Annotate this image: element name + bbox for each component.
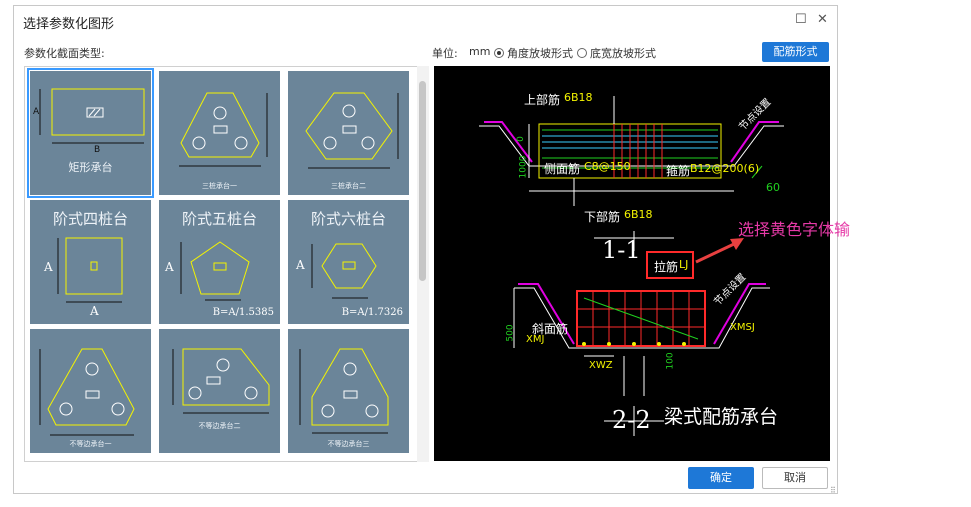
bottom-rebar-label: 下部筋 [584, 210, 621, 224]
resize-grip-icon[interactable]: ⠿ [830, 486, 836, 495]
three-pile-drawing [305, 92, 399, 169]
select-parametric-shape-dialog: 选择参数化图形 ☐ ✕ 参数化截面类型: 单位: mm 角度放坡形式 底宽放坡形… [13, 5, 838, 494]
stepped-four-pile-drawing [57, 237, 123, 303]
dim-100-label: 100 [665, 352, 676, 370]
slope-rebar-label: 斜面筋 [532, 322, 569, 336]
thumb-label: 不等边承台三 [327, 440, 370, 448]
radio-angle-slope[interactable]: 角度放坡形式 [494, 45, 573, 61]
formula-label: B=A/1.7326 [341, 307, 403, 318]
top-rebar-label: 上部筋 [524, 93, 561, 107]
unequal-cap-drawing [299, 348, 389, 434]
dim-a-bottom-label: A [90, 304, 99, 318]
radio-selected-icon[interactable] [494, 48, 504, 58]
preview-caption: 梁式配筋承台 [664, 406, 779, 428]
thumb-label: 阶式五桩台 [181, 210, 257, 228]
section-type-label: 参数化截面类型: [24, 47, 105, 60]
ok-button[interactable]: 确定 [688, 467, 754, 489]
dim-a-label: A [44, 260, 53, 274]
radio-bottom-width-slope[interactable]: 底宽放坡形式 [577, 45, 656, 61]
gallery-scrollbar-thumb[interactable] [419, 81, 426, 281]
unit-value: mm [469, 45, 491, 58]
thumb-unequal-cap-3[interactable]: 不等边承台三 [288, 329, 409, 453]
close-icon[interactable]: ✕ [817, 12, 828, 27]
tie-bar-spec: LJ [679, 258, 689, 271]
unequal-cap-drawing [172, 348, 270, 414]
rebar-preview-canvas: 上部筋 6B18 节点设置 0 1000 侧面筋 C8@150 箍筋 B12@2… [434, 66, 830, 461]
thumb-label: 矩形承台 [68, 161, 113, 174]
slope-code-left: XMJ [526, 334, 545, 345]
dim-a-label: A [296, 258, 305, 272]
thumb-stepped-six-pile[interactable]: 阶式六桩台 A B=A/1.7326 [288, 200, 409, 324]
side-rebar-label: 侧面筋 [544, 162, 581, 176]
section-2-label: 2-2 [612, 406, 651, 434]
side-rebar-spec: C8@150 [584, 160, 631, 173]
thumb-unequal-cap-2[interactable]: 不等边承台二 [159, 329, 280, 453]
dim-a-label: A [165, 260, 174, 274]
unequal-cap-drawing [39, 348, 135, 436]
unit-label: 单位: [432, 47, 458, 60]
dim-500-label: 500 [505, 324, 516, 342]
title-bar: 选择参数化图形 ☐ ✕ [14, 6, 837, 36]
dim-a-label: A [33, 107, 40, 117]
angle-label: 60 [766, 181, 780, 194]
thumb-label: 阶式四桩台 [52, 210, 128, 228]
maximize-icon[interactable]: ☐ [795, 12, 807, 27]
slope-code-right: XMSJ [730, 322, 755, 333]
thumb-rect-cap[interactable]: A B 矩形承台 [27, 68, 154, 198]
rebar-form-button[interactable]: 配筋形式 [762, 42, 829, 62]
thumb-three-pile-cap-1[interactable]: 三桩承台一 [159, 71, 280, 195]
section-1-label: 1-1 [602, 236, 641, 264]
formula-label: B=A/1.5385 [212, 307, 274, 318]
tie-bar-label: 拉筋 [654, 260, 679, 274]
thumb-unequal-cap-1[interactable]: 不等边承台一 [30, 329, 151, 453]
radio-unselected-icon[interactable] [577, 48, 587, 58]
thumb-label: 阶式六桩台 [310, 210, 386, 228]
radio-angle-slope-label: 角度放坡形式 [507, 47, 573, 60]
stepped-six-pile-drawing [311, 243, 377, 299]
three-pile-drawing [179, 92, 268, 167]
thumb-label: 三桩承台二 [331, 182, 366, 190]
rebar-preview-drawing [479, 96, 784, 436]
thumb-label: 不等边承台一 [69, 440, 112, 448]
top-rebar-spec: 6B18 [564, 91, 593, 104]
cancel-button[interactable]: 取消 [762, 467, 828, 489]
annotation-text: 选择黄色字体输 [738, 220, 851, 239]
dim-1000-label: 1000 [518, 155, 529, 179]
dim-b-label: B [94, 145, 101, 155]
rect-cap-drawing [39, 88, 145, 144]
thumb-stepped-five-pile[interactable]: 阶式五桩台 A B=A/1.5385 [159, 200, 280, 324]
dim-0-label: 0 [515, 136, 526, 142]
thumb-label: 三桩承台一 [202, 182, 237, 190]
thumb-stepped-four-pile[interactable]: 阶式四桩台 A A [30, 200, 151, 324]
dialog-title: 选择参数化图形 [23, 17, 115, 32]
stepped-five-pile-drawing [180, 241, 250, 301]
bottom-rebar-spec: 6B18 [624, 208, 653, 221]
shape-gallery: A B 矩形承台 三桩承台一 [24, 66, 427, 462]
radio-bottom-width-label: 底宽放坡形式 [590, 47, 656, 60]
thumb-label: 不等边承台二 [198, 422, 241, 430]
stirrup-spec: B12@200(6) [690, 162, 760, 175]
thumb-three-pile-cap-2[interactable]: 三桩承台二 [288, 71, 409, 195]
stirrup-label: 箍筋 [666, 164, 691, 178]
xwz-label: XWZ [589, 360, 613, 371]
